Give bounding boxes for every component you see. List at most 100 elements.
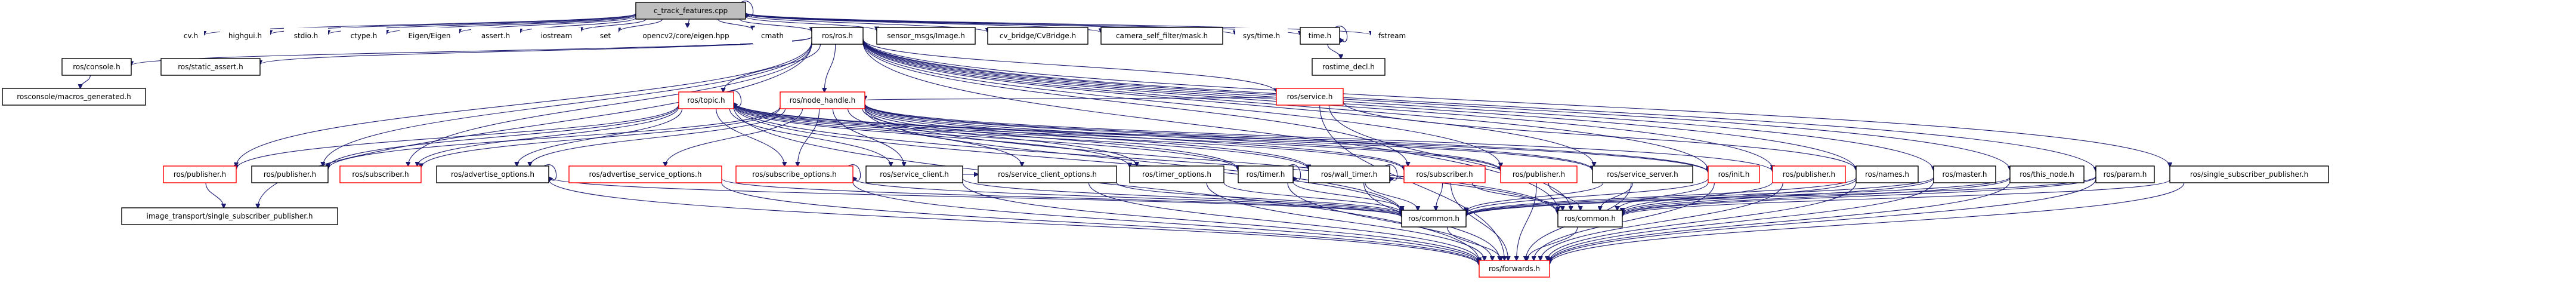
node-box	[1276, 88, 1344, 106]
edge-srv_client_opts-to-common_a	[1116, 182, 1402, 215]
node-cmath[interactable]: cmath	[753, 27, 792, 44]
node-eigen[interactable]: Eigen/Eigen	[400, 27, 459, 44]
edge-ros_ros_h-to-ros_service	[862, 39, 1276, 93]
node-box	[220, 27, 270, 44]
edge-sub_opts-to-sub_opts	[848, 164, 861, 180]
node-opencv2_eigen[interactable]: opencv2/core/eigen.hpp	[632, 27, 740, 44]
node-time_h[interactable]: time.h	[1300, 27, 1340, 45]
edge-ros_node_handle-to-srv_server	[864, 104, 1592, 170]
node-sub_l1[interactable]: ros/subscriber.h	[339, 165, 422, 183]
node-label: ros/subscribe_options.h	[752, 170, 837, 179]
node-assert_h[interactable]: assert.h	[471, 27, 520, 44]
edge-common_b-to-ros_forwards	[1527, 226, 1578, 260]
node-iostream[interactable]: iostream	[532, 27, 581, 44]
node-label: sensor_msgs/Image.h	[887, 32, 965, 40]
edge-ros_topic-to-pub_l1	[236, 104, 679, 169]
node-box	[341, 27, 386, 44]
edge-srv_server-to-common_b	[1600, 182, 1633, 210]
node-common_b[interactable]: ros/common.h	[1557, 210, 1623, 228]
edge-ros_node_handle-to-common_a	[864, 108, 1402, 213]
node-box	[1129, 165, 1224, 183]
node-image_transport_ssp[interactable]: image_transport/single_subscriber_publis…	[121, 207, 338, 225]
node-ctype_h[interactable]: ctype.h	[341, 27, 386, 44]
edge-pub_mid-to-common_b	[1548, 182, 1580, 210]
edge-ros_timer-to-ros_timer	[1288, 164, 1301, 180]
edge-ros_node_handle-to-pub_r	[864, 103, 1773, 171]
edge-ros_node_handle-to-pub_l2	[328, 106, 781, 169]
node-highgui_h[interactable]: highgui.h	[220, 27, 270, 44]
node-pub_l2[interactable]: ros/publisher.h	[251, 165, 329, 183]
node-common_a[interactable]: ros/common.h	[1401, 210, 1467, 228]
edge-ros_node_handle-to-wall_timer	[864, 106, 1309, 168]
edge-ros_node_handle-to-timer_opts	[862, 108, 1137, 166]
node-pub_l1[interactable]: ros/publisher.h	[163, 165, 237, 183]
node-label: ros/subscriber.h	[1416, 170, 1473, 179]
edge-ros_topic-to-pub_mid	[733, 102, 1501, 171]
node-fstream[interactable]: fstream	[1371, 27, 1413, 44]
node-box	[1708, 165, 1760, 183]
node-ros_forwards[interactable]: ros/forwards.h	[1479, 260, 1550, 278]
node-ros_master[interactable]: ros/master.h	[1933, 165, 1996, 183]
node-label: ros/service_server.h	[1607, 170, 1678, 179]
node-ros_static_assert[interactable]: ros/static_assert.h	[160, 58, 261, 76]
node-ros_node_handle[interactable]: ros/node_handle.h	[780, 91, 865, 109]
node-srv_client[interactable]: ros/service_client.h	[865, 165, 963, 183]
node-sensor_image[interactable]: sensor_msgs/Image.h	[876, 27, 976, 45]
edge-ros_node_handle-to-adv_opts	[530, 108, 786, 166]
edge-srv_client-to-ros_forwards	[962, 182, 1479, 263]
node-ros_init[interactable]: ros/init.h	[1708, 165, 1760, 183]
node-rosconsole_macros[interactable]: rosconsole/macros_generated.h	[2, 88, 146, 106]
node-ros_param[interactable]: ros/param.h	[2095, 165, 2155, 183]
node-wall_timer[interactable]: ros/wall_timer.h	[1308, 165, 1390, 183]
edge-this_node-to-common_b	[1622, 177, 2011, 216]
edge-ros_node_handle-to-ros_init	[864, 103, 1708, 173]
node-set[interactable]: set	[592, 27, 619, 44]
node-sub_mid[interactable]: ros/subscriber.h	[1403, 165, 1486, 183]
edge-timer_opts-to-common_a	[1223, 182, 1402, 213]
node-this_node[interactable]: ros/this_node.h	[2009, 165, 2085, 183]
node-ros_console[interactable]: ros/console.h	[61, 58, 132, 76]
node-srv_client_opts[interactable]: ros/service_client_options.h	[978, 165, 1117, 183]
edge-ros_master-to-common_a	[1466, 176, 1934, 216]
edge-ros_param-to-common_a	[1466, 176, 2096, 216]
node-ros_timer[interactable]: ros/timer.h	[1238, 165, 1294, 183]
node-root[interactable]: c_track_features.cpp	[635, 2, 746, 20]
node-camera_mask[interactable]: camera_self_filter/mask.h	[1100, 27, 1223, 45]
node-sub_opts[interactable]: ros/subscribe_options.h	[735, 165, 853, 183]
node-box	[632, 27, 740, 44]
node-pub_mid[interactable]: ros/publisher.h	[1500, 165, 1578, 183]
node-stdio_h[interactable]: stdio.h	[284, 27, 328, 44]
node-ros_names[interactable]: ros/names.h	[1856, 165, 1919, 183]
edge-ros_console-to-rosconsole_macros	[81, 75, 91, 88]
edge-ros_topic-to-ros_timer	[733, 103, 1238, 171]
edge-ros_param-to-ros_forwards	[1550, 179, 2096, 263]
node-label: ros/static_assert.h	[178, 63, 243, 71]
edge-root-to-sensor_image	[745, 16, 877, 30]
node-rostime_decl[interactable]: rostime_decl.h	[1312, 58, 1386, 76]
node-pub_r[interactable]: ros/publisher.h	[1772, 165, 1846, 183]
node-adv_opts[interactable]: ros/advertise_options.h	[436, 165, 549, 183]
node-srv_server[interactable]: ros/service_server.h	[1592, 165, 1693, 183]
node-ros_topic[interactable]: ros/topic.h	[678, 91, 734, 109]
nodes-layer: c_track_features.cpp cv.h highgui.h stdio.h…	[2, 2, 2329, 278]
node-label: image_transport/single_subscriber_publis…	[147, 212, 313, 220]
edge-adv_opts-to-common_a	[548, 176, 1402, 217]
edge-ros_node_handle-to-ros_timer	[864, 107, 1238, 170]
edge-srv_server-to-common_a	[1466, 182, 1604, 212]
node-cv_h[interactable]: cv.h	[178, 27, 204, 44]
node-box	[1308, 165, 1390, 183]
node-sys_time[interactable]: sys/time.h	[1235, 27, 1288, 44]
node-ros_service[interactable]: ros/service.h	[1276, 88, 1344, 106]
node-cv_bridge[interactable]: cv_bridge/CvBridge.h	[987, 27, 1088, 45]
node-label: ros/advertise_service_options.h	[589, 170, 702, 179]
node-box	[400, 27, 459, 44]
edge-ros_topic-to-timer_opts	[733, 105, 1130, 167]
node-ros_ros_h[interactable]: ros/ros.h	[811, 27, 864, 45]
node-timer_opts[interactable]: ros/timer_options.h	[1129, 165, 1224, 183]
node-single_sub_pub[interactable]: ros/single_subscriber_publisher.h	[2169, 165, 2329, 183]
node-adv_srv_opts[interactable]: ros/advertise_service_options.h	[568, 165, 722, 183]
node-label: ros/common.h	[1564, 214, 1616, 223]
edge-ros_topic-to-ros_forwards	[733, 106, 1479, 262]
edge-srv_client_opts-to-ros_forwards	[1088, 182, 1479, 262]
